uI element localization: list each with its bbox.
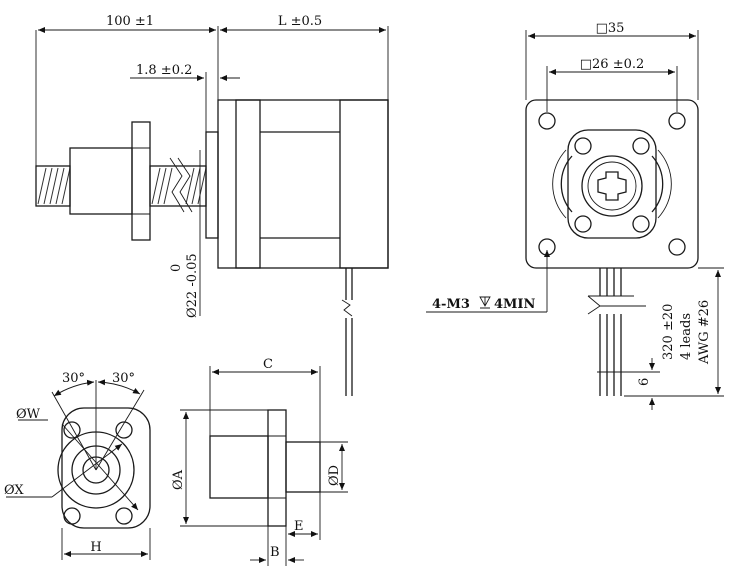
depth-symbol	[479, 296, 491, 309]
dim-mount-holes: 4-M3	[432, 297, 470, 312]
front-view: □35 □26 ±0.2 4-M3 4MIN 320 ±20 4 leads A…	[426, 21, 724, 410]
nut	[69, 121, 151, 241]
mount-hole-br	[668, 238, 686, 256]
dim-pilot-dia: Ø22 -0.05	[185, 253, 200, 318]
mount-hole-tl	[538, 112, 556, 130]
dim-hole-spacing: □26 ±0.2	[580, 57, 645, 72]
nut-side-view: C ØA ØD E B	[171, 357, 348, 566]
nut-flange-outline	[61, 407, 151, 529]
dim-len-c: C	[263, 357, 273, 372]
side-view: 100 ±1 L ±0.5 1.8 ±0.2 0 Ø22 -0.05	[35, 14, 389, 396]
dim-len-b: B	[270, 545, 280, 560]
motor-face	[525, 99, 699, 269]
angle-left: 30°	[62, 371, 85, 386]
dim-dia-d: ØD	[327, 465, 342, 486]
dim-lead-count: 4 leads	[679, 313, 694, 360]
mount-hole-tr	[668, 112, 686, 130]
dim-lead-length: 320 ±20	[661, 304, 676, 360]
shaft-profile	[597, 171, 627, 201]
motor-body-side	[205, 99, 389, 269]
dim-width-h: H	[90, 540, 101, 555]
dim-strip-length: 6	[637, 378, 652, 386]
nut-flange-front	[567, 129, 657, 239]
front-leads	[587, 268, 646, 396]
nut-front-view: 30° 30° ØW ØX H	[4, 371, 151, 560]
dim-awg: AWG #26	[697, 300, 712, 365]
dim-hole-depth: 4MIN	[494, 297, 536, 312]
side-leads	[341, 268, 353, 396]
dim-pilot-tol: 0	[169, 264, 184, 272]
dim-dia-a: ØA	[171, 469, 186, 490]
angle-right: 30°	[112, 371, 135, 386]
lead-screw	[35, 157, 207, 213]
dim-shaft-length: 100 ±1	[106, 14, 154, 29]
dim-len-e: E	[294, 519, 304, 534]
dim-dia-x: ØX	[4, 483, 24, 498]
dim-dia-w: ØW	[16, 407, 41, 422]
dim-flange-step: 1.8 ±0.2	[136, 63, 192, 78]
dim-square-side: □35	[596, 21, 625, 36]
dim-body-length: L ±0.5	[278, 14, 322, 29]
